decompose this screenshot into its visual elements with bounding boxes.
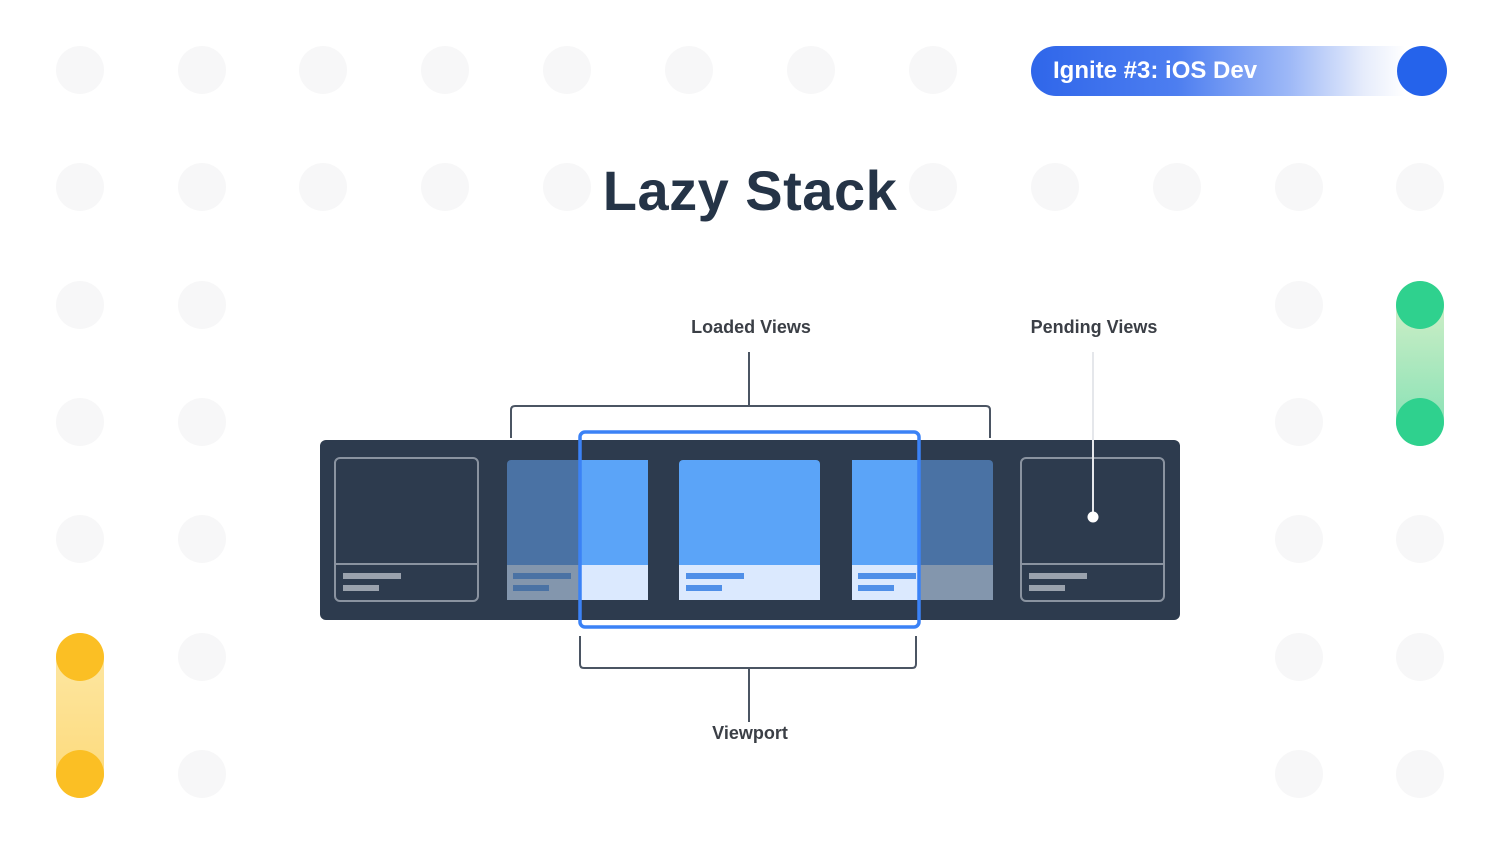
bg-dot: [56, 46, 104, 94]
bg-dot: [178, 750, 226, 798]
pending-views-label: Pending Views: [1030, 317, 1158, 337]
bg-dot: [543, 46, 591, 94]
loaded-view-card: [507, 460, 648, 600]
pending-view-card: [334, 457, 479, 602]
bg-dot: [421, 46, 469, 94]
bg-dot: [1275, 515, 1323, 563]
yellow-pill-top-cap: [56, 633, 104, 681]
loaded-views-label: Loaded Views: [691, 317, 811, 337]
bg-dot: [665, 46, 713, 94]
bg-dot: [178, 281, 226, 329]
loaded-views-bracket: [510, 352, 991, 438]
viewport-bracket: [579, 636, 917, 722]
bg-dot: [178, 633, 226, 681]
decorative-green-pill: [1396, 281, 1444, 446]
bg-dot: [56, 163, 104, 211]
bg-dot: [787, 46, 835, 94]
bg-dot: [1396, 163, 1444, 211]
bg-dot: [178, 46, 226, 94]
slide-title: Lazy Stack: [602, 159, 898, 222]
bg-dot: [1396, 750, 1444, 798]
bg-dot: [1275, 633, 1323, 681]
bg-dot: [421, 163, 469, 211]
bg-dot: [178, 398, 226, 446]
bg-dot: [1275, 750, 1323, 798]
bg-dot: [1275, 163, 1323, 211]
bg-dot: [1031, 163, 1079, 211]
viewport-frame: [578, 430, 921, 629]
event-badge-label: Ignite #3: iOS Dev: [1053, 57, 1258, 84]
bg-dot: [299, 163, 347, 211]
bg-dot: [299, 46, 347, 94]
loaded-view-card: [852, 460, 993, 600]
decorative-yellow-pill: [56, 633, 104, 798]
bg-dot: [56, 515, 104, 563]
pending-views-pointer: [1087, 352, 1099, 523]
bg-dot: [1396, 515, 1444, 563]
bg-dot: [1153, 163, 1201, 211]
bg-dot: [56, 398, 104, 446]
event-badge: Ignite #3: iOS Dev: [1031, 46, 1447, 96]
bg-dot: [543, 163, 591, 211]
bg-dot: [56, 281, 104, 329]
bg-dot: [1275, 281, 1323, 329]
bg-dot: [1396, 633, 1444, 681]
bg-dot: [909, 46, 957, 94]
badge-circle-icon: [1397, 46, 1447, 96]
bg-dot: [178, 515, 226, 563]
bg-dot: [178, 163, 226, 211]
bg-dot: [909, 163, 957, 211]
viewport-label: Viewport: [712, 723, 788, 743]
visible-view-card: [679, 460, 820, 600]
green-pill-bottom-cap: [1396, 398, 1444, 446]
green-pill-top-cap: [1396, 281, 1444, 329]
yellow-pill-bottom-cap: [56, 750, 104, 798]
bg-dot: [1275, 398, 1323, 446]
